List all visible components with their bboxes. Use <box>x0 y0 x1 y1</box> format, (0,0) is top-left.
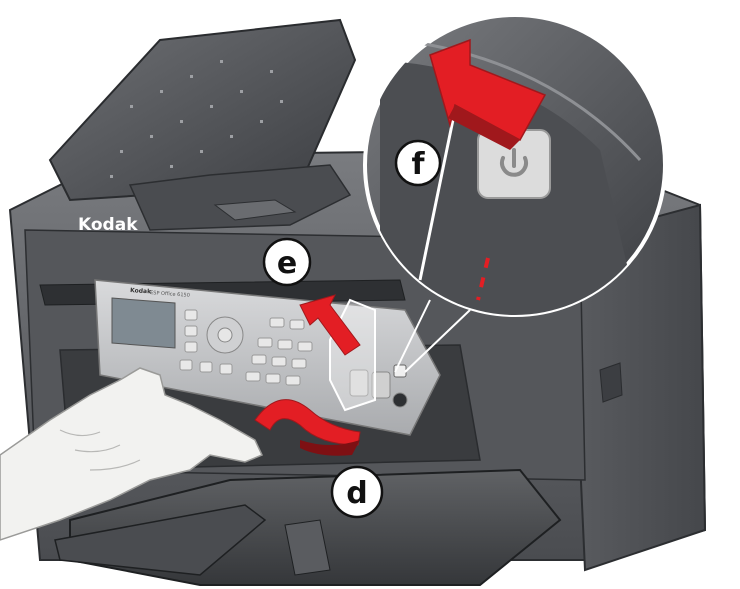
start-button[interactable] <box>371 371 391 399</box>
callout-e: e <box>262 237 312 287</box>
panel-button[interactable] <box>184 325 198 337</box>
keypad[interactable] <box>245 317 313 386</box>
panel-button[interactable] <box>184 309 198 321</box>
wifi-icon[interactable] <box>392 392 408 408</box>
zoom-detail <box>363 13 667 317</box>
panel-button[interactable] <box>179 359 193 371</box>
gloved-hand <box>0 367 264 541</box>
adf-paper-guide <box>213 199 297 221</box>
arrow-d-shadow <box>300 440 360 456</box>
callout-f: f <box>394 139 442 187</box>
paper-tray-extension <box>54 504 267 576</box>
glove-fold <box>59 429 141 471</box>
paper-guide <box>284 519 331 576</box>
arrow-f <box>429 38 547 142</box>
zoom-leader <box>394 299 471 373</box>
power-icon <box>500 148 528 177</box>
callout-d: d <box>330 465 384 519</box>
panel-model-text: ESP Office 6150 <box>150 290 190 299</box>
start-button[interactable] <box>349 369 369 397</box>
panel-button[interactable] <box>219 363 233 375</box>
kodak-logo: Kodak <box>78 215 138 235</box>
svg-text:f: f <box>411 147 425 182</box>
svg-text:e: e <box>277 246 297 281</box>
lcd-screen <box>111 297 176 349</box>
lid-dots <box>110 60 283 178</box>
adf-tray <box>128 164 352 231</box>
svg-text:d: d <box>346 476 367 511</box>
side-grip <box>599 362 623 403</box>
panel-button[interactable] <box>184 341 198 353</box>
panel-button[interactable] <box>199 361 213 373</box>
arrow-d <box>254 399 361 446</box>
nav-ok-button[interactable] <box>217 327 233 343</box>
scanner-lid <box>48 18 357 202</box>
control-panel[interactable]: Kodak ESP Office 6150 <box>94 279 441 436</box>
panel-kodak-logo: Kodak <box>130 287 152 296</box>
arrow-e <box>299 294 361 356</box>
